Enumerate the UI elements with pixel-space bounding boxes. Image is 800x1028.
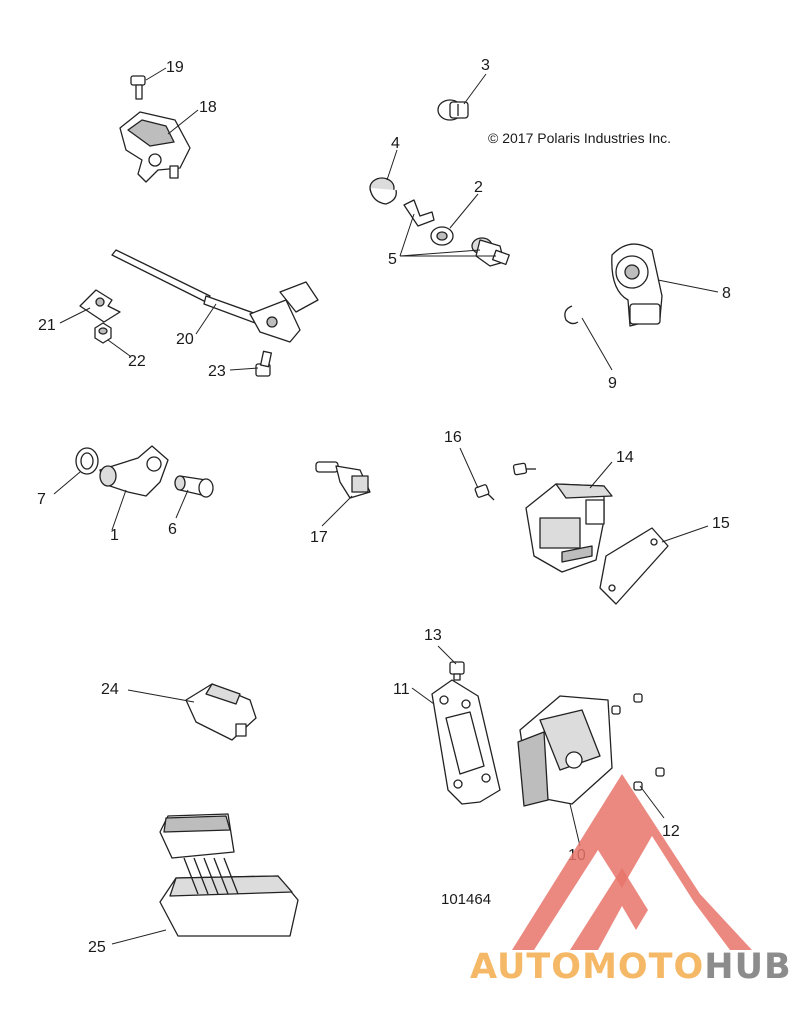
part-23-bolt xyxy=(255,350,273,377)
callout-17: 17 xyxy=(310,529,328,546)
part-21-bracket xyxy=(79,289,121,323)
watermark-logo-icon xyxy=(512,774,752,950)
part-8-knock-sensor xyxy=(611,243,663,327)
part-16-screw-2 xyxy=(512,462,536,476)
callout-16: 16 xyxy=(444,429,462,446)
drawing-number: 101464 xyxy=(441,891,491,908)
callout-8: 8 xyxy=(722,285,731,302)
watermark-moto: MOTO xyxy=(582,947,704,987)
part-24-rocker-switch xyxy=(185,683,257,741)
part-1-cam-sensor xyxy=(99,445,169,497)
callout-22: 22 xyxy=(128,353,146,370)
part-11-bracket xyxy=(431,679,501,805)
part-10-ecu xyxy=(517,695,613,807)
callout-25: 25 xyxy=(88,939,106,956)
part-4-cap xyxy=(369,177,397,205)
watermark: AUTOMOTOHUB xyxy=(470,774,792,987)
part-3-plug xyxy=(437,99,469,121)
copyright-text: © 2017 Polaris Industries Inc. xyxy=(488,130,671,146)
watermark-text: AUTOMOTOHUB xyxy=(470,947,792,987)
part-14-control-module xyxy=(525,483,613,573)
part-16-screw xyxy=(474,484,495,501)
part-22-nut xyxy=(94,322,112,344)
part-17-temp-sensor xyxy=(315,461,371,499)
part-12-screw-4 xyxy=(633,781,643,791)
watermark-auto: AUTO xyxy=(470,947,582,987)
callout-18: 18 xyxy=(199,99,217,116)
part-18-map-sensor xyxy=(119,111,191,183)
callout-11: 11 xyxy=(393,681,410,698)
watermark-hub: HUB xyxy=(704,947,791,987)
callout-19: 19 xyxy=(166,59,184,76)
callout-15: 15 xyxy=(712,515,730,532)
callout-21: 21 xyxy=(38,317,56,334)
callout-23: 23 xyxy=(208,363,226,380)
part-13-bolt xyxy=(449,661,465,681)
part-25-relay-module xyxy=(159,813,299,937)
part-15-gasket xyxy=(599,527,669,605)
callout-24: 24 xyxy=(101,681,119,698)
part-2-washer xyxy=(430,226,454,246)
leader-lines xyxy=(53,67,719,945)
callout-13: 13 xyxy=(424,627,442,644)
callout-4: 4 xyxy=(391,135,400,152)
part-12-screw xyxy=(633,693,643,703)
part-20-speed-sensor xyxy=(111,249,319,343)
callout-20: 20 xyxy=(176,331,194,348)
callout-6: 6 xyxy=(168,521,177,538)
part-7-o-ring xyxy=(75,447,99,475)
callout-2: 2 xyxy=(474,179,483,196)
callout-5: 5 xyxy=(388,251,397,268)
callout-7: 7 xyxy=(37,491,46,508)
part-6-bushing xyxy=(174,475,214,498)
part-12-screw-3 xyxy=(655,767,665,777)
part-5-clip xyxy=(403,199,435,227)
callout-14: 14 xyxy=(616,449,634,466)
callout-12: 12 xyxy=(662,823,680,840)
part-12-screw-2 xyxy=(611,705,621,715)
callout-3: 3 xyxy=(481,57,490,74)
callout-9: 9 xyxy=(608,375,617,392)
part-19-bolt xyxy=(130,75,146,100)
part-9-c-clip xyxy=(564,305,579,325)
callout-1: 1 xyxy=(110,527,119,544)
part-5-sensor xyxy=(471,237,510,267)
